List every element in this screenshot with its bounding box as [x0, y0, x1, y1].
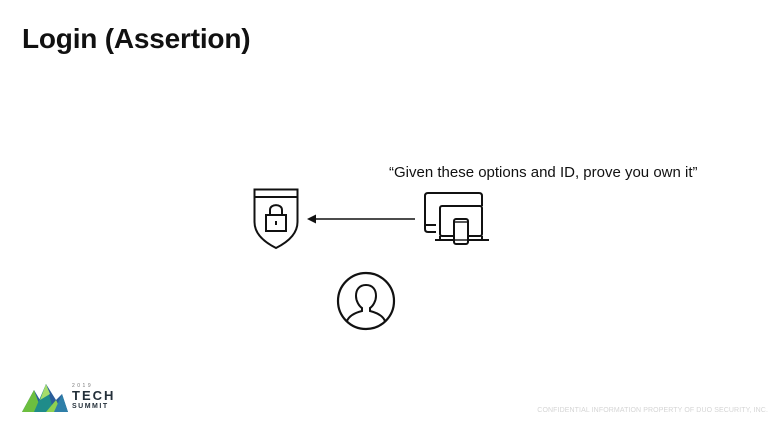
arrow-left-icon	[307, 214, 415, 224]
challenge-quote: “Given these options and ID, prove you o…	[389, 164, 698, 181]
user-icon	[336, 271, 396, 331]
devices-icon	[424, 192, 489, 245]
tech-summit-logo	[22, 384, 68, 412]
slide-title: Login (Assertion)	[22, 23, 251, 54]
summit-tech-label: TECH	[72, 388, 116, 403]
confidential-footer: CONFIDENTIAL INFORMATION PROPERTY OF DUO…	[537, 407, 768, 414]
summit-year: 2019	[72, 383, 94, 389]
summit-summit-label: SUMMIT	[72, 403, 109, 410]
shield-lock-icon	[253, 188, 299, 250]
